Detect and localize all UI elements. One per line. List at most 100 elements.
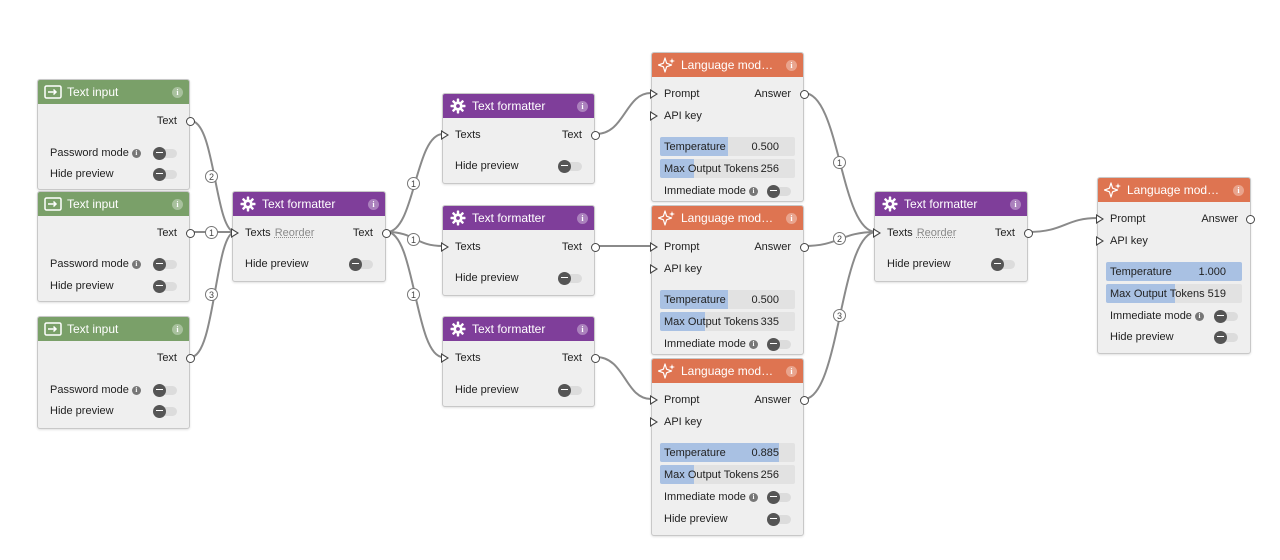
answer-output-port[interactable] bbox=[800, 90, 809, 99]
hide-preview-toggle[interactable] bbox=[349, 257, 373, 271]
info-icon[interactable]: i bbox=[172, 323, 183, 335]
immediate-mode-toggle[interactable] bbox=[767, 337, 791, 351]
output-port[interactable] bbox=[591, 131, 600, 140]
node-header[interactable]: Text input i bbox=[38, 80, 189, 104]
hide-preview-toggle[interactable] bbox=[558, 383, 582, 397]
max-tokens-slider[interactable]: Max Output Tokens 256 bbox=[660, 159, 795, 178]
node-header[interactable]: Text formatter i bbox=[443, 94, 594, 118]
info-icon[interactable]: i bbox=[1233, 184, 1244, 196]
hide-preview-toggle[interactable] bbox=[558, 159, 582, 173]
info-icon[interactable]: i bbox=[577, 212, 588, 224]
node-header[interactable]: Language mod… i bbox=[652, 206, 803, 230]
node-header[interactable]: Text formatter i bbox=[443, 206, 594, 230]
hide-preview-toggle[interactable] bbox=[1214, 330, 1238, 344]
info-icon[interactable]: i bbox=[368, 198, 379, 210]
node-header[interactable]: Language mod… i bbox=[1098, 178, 1250, 202]
prompt-input-port[interactable] bbox=[1096, 214, 1104, 224]
input-port[interactable] bbox=[441, 242, 449, 252]
password-mode-toggle[interactable] bbox=[153, 146, 177, 160]
node-header[interactable]: Language mod… i bbox=[652, 359, 803, 383]
api-key-input-port[interactable] bbox=[1096, 236, 1104, 246]
temperature-slider[interactable]: Temperature 0.500 bbox=[660, 290, 795, 309]
temperature-slider[interactable]: Temperature 1.000 bbox=[1106, 262, 1242, 281]
info-icon[interactable]: i bbox=[577, 323, 588, 335]
api-key-input-port[interactable] bbox=[650, 264, 658, 274]
node-header[interactable]: Text input i bbox=[38, 192, 189, 216]
info-icon[interactable]: i bbox=[1194, 311, 1204, 321]
immediate-mode-toggle[interactable] bbox=[767, 184, 791, 198]
max-tokens-slider[interactable]: Max Output Tokens 519 bbox=[1106, 284, 1242, 303]
info-icon[interactable]: i bbox=[131, 385, 141, 395]
output-port[interactable] bbox=[591, 354, 600, 363]
output-port[interactable] bbox=[186, 229, 195, 238]
info-icon[interactable]: i bbox=[748, 339, 758, 349]
info-icon[interactable]: i bbox=[131, 259, 141, 269]
answer-output-port[interactable] bbox=[800, 396, 809, 405]
temperature-fill bbox=[660, 137, 728, 156]
node-header[interactable]: Language mod… i bbox=[652, 53, 803, 77]
node-header[interactable]: Text formatter i bbox=[443, 317, 594, 341]
output-port[interactable] bbox=[591, 243, 600, 252]
input-port[interactable] bbox=[873, 228, 881, 238]
password-mode-toggle[interactable] bbox=[153, 257, 177, 271]
input-port[interactable] bbox=[231, 228, 239, 238]
api-key-input-port[interactable] bbox=[650, 111, 658, 121]
info-icon[interactable]: i bbox=[786, 59, 797, 71]
hide-preview-toggle[interactable] bbox=[153, 167, 177, 181]
node-header[interactable]: Text formatter i bbox=[233, 192, 385, 216]
info-icon[interactable]: i bbox=[786, 212, 797, 224]
info-icon[interactable]: i bbox=[172, 86, 183, 98]
reorder-link[interactable]: Reorder bbox=[916, 227, 957, 239]
sparkle-icon bbox=[658, 57, 676, 73]
prompt-input-port[interactable] bbox=[650, 242, 658, 252]
hide-preview-toggle[interactable] bbox=[153, 404, 177, 418]
prompt-input-port[interactable] bbox=[650, 89, 658, 99]
answer-output-port[interactable] bbox=[1246, 215, 1255, 224]
info-icon[interactable]: i bbox=[172, 198, 183, 210]
input-port[interactable] bbox=[441, 353, 449, 363]
temperature-value: 0.500 bbox=[751, 140, 779, 153]
answer-output-port[interactable] bbox=[800, 243, 809, 252]
immediate-mode-toggle[interactable] bbox=[767, 490, 791, 504]
max-tokens-slider[interactable]: Max Output Tokens 256 bbox=[660, 465, 795, 484]
hide-preview-toggle[interactable] bbox=[558, 271, 582, 285]
info-icon[interactable]: i bbox=[748, 492, 758, 502]
api-key-label: API key bbox=[664, 110, 702, 122]
hide-preview-toggle[interactable] bbox=[153, 279, 177, 293]
output-port[interactable] bbox=[382, 229, 391, 238]
info-icon[interactable]: i bbox=[131, 148, 141, 158]
info-icon[interactable]: i bbox=[748, 186, 758, 196]
input-port[interactable] bbox=[441, 130, 449, 140]
output-port[interactable] bbox=[186, 354, 195, 363]
node-header[interactable]: Text formatter i bbox=[875, 192, 1027, 216]
hide-preview-toggle[interactable] bbox=[767, 512, 791, 526]
hide-preview-toggle[interactable] bbox=[991, 257, 1015, 271]
immediate-mode-toggle[interactable] bbox=[1214, 309, 1238, 323]
output-port[interactable] bbox=[1024, 229, 1033, 238]
prompt-input-port[interactable] bbox=[650, 395, 658, 405]
api-key-input-port[interactable] bbox=[650, 417, 658, 427]
max-tokens-slider[interactable]: Max Output Tokens 335 bbox=[660, 312, 795, 331]
info-icon[interactable]: i bbox=[786, 365, 797, 377]
reorder-link[interactable]: Reorder bbox=[274, 227, 315, 239]
info-icon[interactable]: i bbox=[577, 100, 588, 112]
info-icon[interactable]: i bbox=[1010, 198, 1021, 210]
password-mode-toggle[interactable] bbox=[153, 383, 177, 397]
output-port[interactable] bbox=[186, 117, 195, 126]
node-header[interactable]: Text input i bbox=[38, 317, 189, 341]
temperature-slider[interactable]: Temperature 0.500 bbox=[660, 137, 795, 156]
temperature-slider[interactable]: Temperature 0.885 bbox=[660, 443, 795, 462]
